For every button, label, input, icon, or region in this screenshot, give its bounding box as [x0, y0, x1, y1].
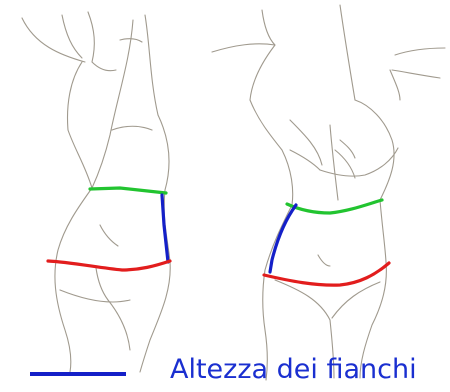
left-waist-line	[90, 188, 166, 193]
legend-label-hip-height: Altezza dei fianchi	[170, 352, 417, 388]
right-hip-line	[264, 263, 389, 285]
right-figure-outline	[212, 5, 445, 380]
left-hip-height-line	[162, 195, 168, 262]
legend: Altezza dei fianchi	[30, 352, 440, 388]
left-hip-line	[48, 261, 170, 270]
right-waist-line	[287, 200, 382, 213]
right-hip-height-line	[270, 205, 296, 272]
legend-swatch-hip-height	[30, 372, 126, 376]
